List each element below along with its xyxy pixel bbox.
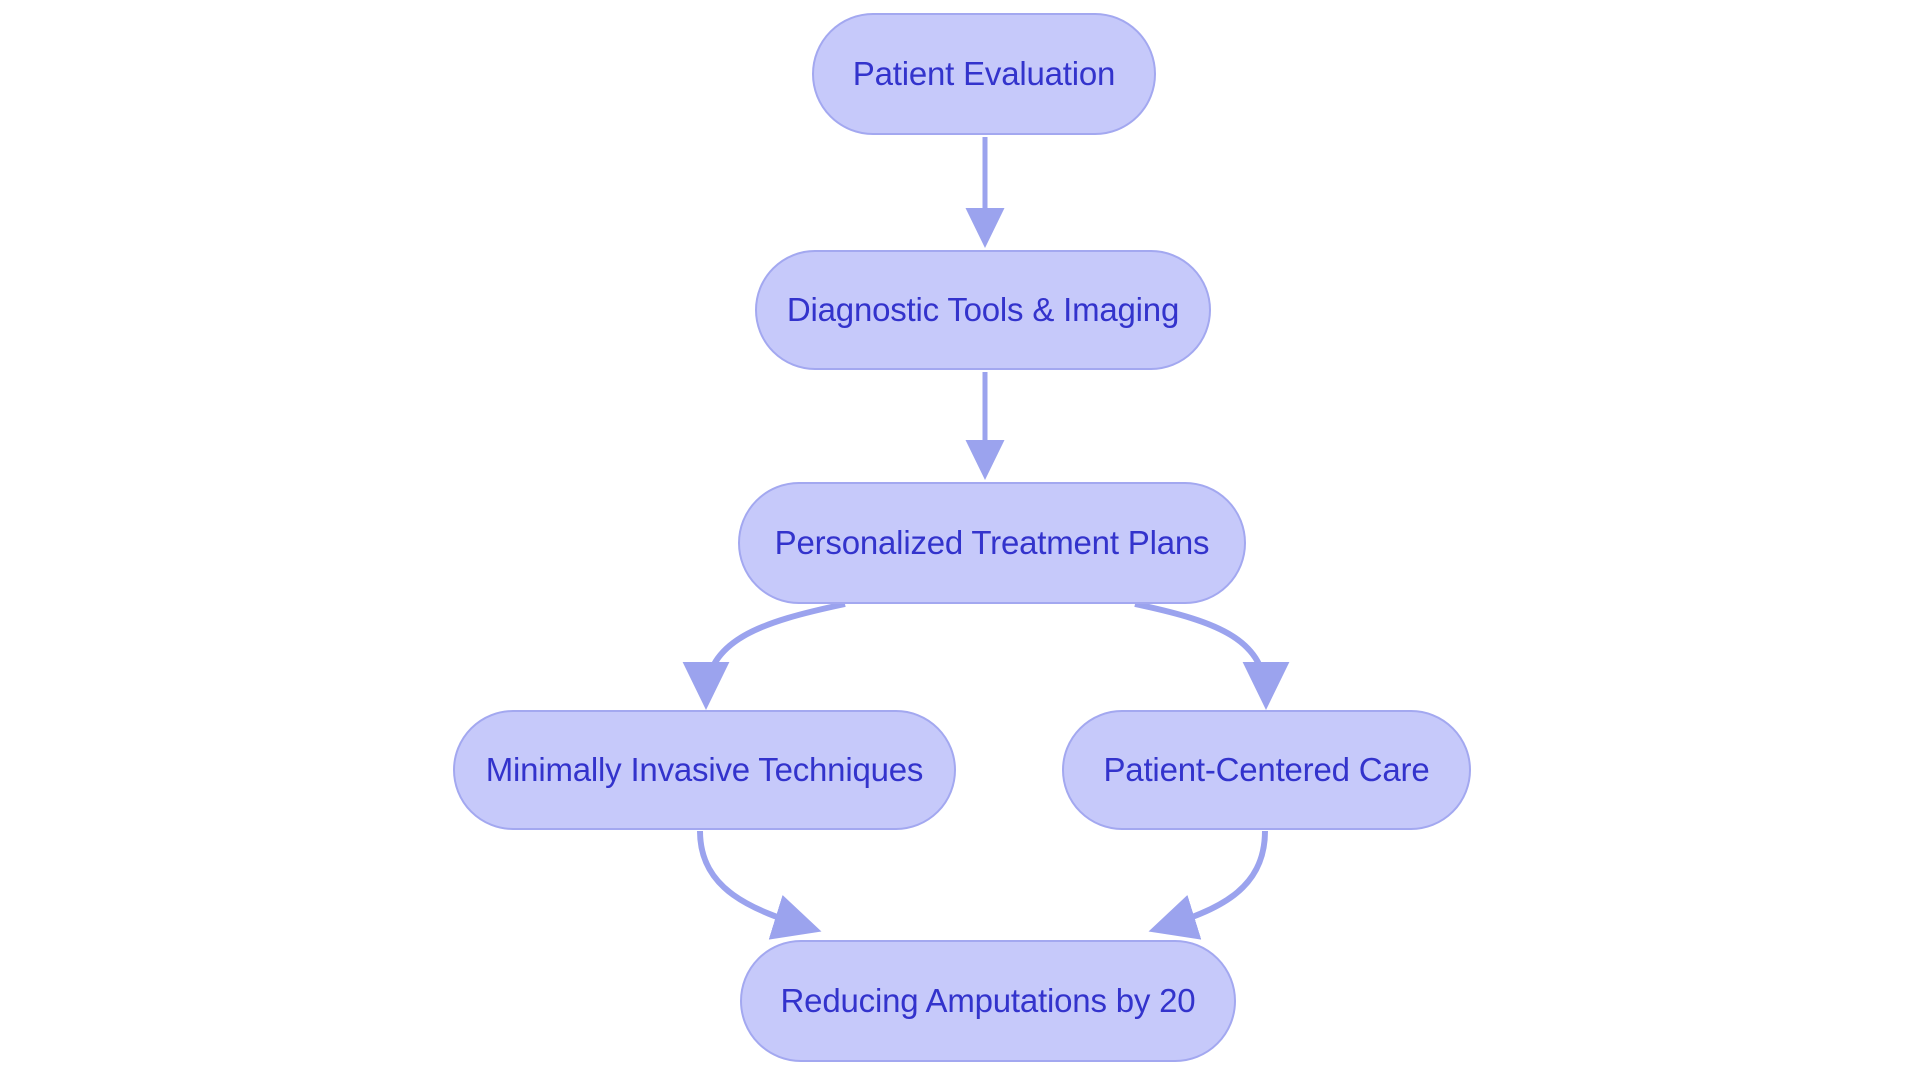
edge-personalized-treatment-plans-to-patient-centered-care [1134,601,1290,710]
node-label: Diagnostic Tools & Imaging [786,290,1180,328]
node-label: Minimally Invasive Techniques [485,750,924,788]
flowchart-node-personalized-treatment-plans[interactable]: Personalized Treatment Plans [738,482,1246,604]
node-label: Personalized Treatment Plans [774,523,1210,561]
edge-patient-centered-care-to-reducing-amputations-by-20 [1148,830,1268,940]
node-label: Patient Evaluation [852,54,1116,92]
node-label: Reducing Amputations by 20 [780,981,1196,1019]
flowchart-node-minimally-invasive-techniques[interactable]: Minimally Invasive Techniques [453,710,956,830]
flowchart-node-patient-centered-care[interactable]: Patient-Centered Care [1062,710,1471,830]
flowchart-node-patient-evaluation[interactable]: Patient Evaluation [812,13,1156,135]
edge-personalized-treatment-plans-to-minimally-invasive-techniques [682,601,846,710]
edge-minimally-invasive-techniques-to-reducing-amputations-by-20 [697,830,822,940]
node-label: Patient-Centered Care [1103,750,1430,788]
flowchart-node-reducing-amputations-by-20[interactable]: Reducing Amputations by 20 [740,940,1236,1062]
flowchart-node-diagnostic-tools-imaging[interactable]: Diagnostic Tools & Imaging [755,250,1211,370]
